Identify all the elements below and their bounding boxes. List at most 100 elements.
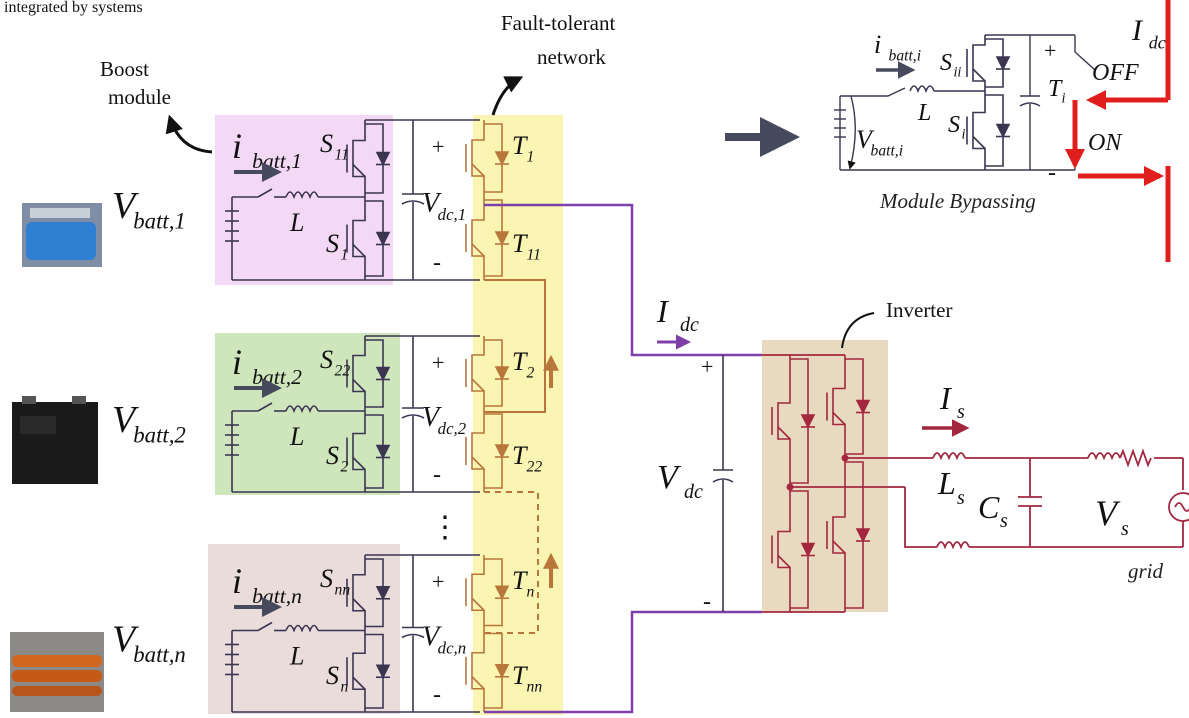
- i-batt-label-2: i batt,2: [232, 342, 302, 389]
- t-top-switch-2: [465, 336, 510, 410]
- inductor-1: [285, 191, 319, 200]
- inductor-3: [285, 624, 319, 633]
- v-batt-label-3-sub: batt,n: [133, 642, 186, 667]
- bypass-on-label: ON: [1088, 130, 1123, 156]
- bypass-switch-si: [966, 91, 1011, 170]
- s-bot-label-2-main: S: [326, 441, 339, 470]
- inverter-pointer: [841, 312, 875, 349]
- s-top-label-2-sub: 22: [335, 362, 351, 379]
- s-top-label-3-main: S: [320, 564, 333, 593]
- dc-bus: [484, 203, 762, 714]
- dc-minus-sign: -: [703, 589, 711, 615]
- vdc-label-3-sub: dc,n: [438, 638, 466, 657]
- v-batt-label-2-sub: batt,2: [133, 423, 186, 448]
- bypass-idc-label-main: I: [1131, 14, 1144, 47]
- inverter-switch-2: [771, 487, 816, 612]
- s-top-label-2-main: S: [320, 345, 333, 374]
- boost-module-1: [225, 119, 480, 281]
- inverter-background: [762, 340, 888, 612]
- v-batt-label-2-main: V: [112, 399, 139, 441]
- switch-s-top-2: [346, 336, 391, 411]
- idc-label: I dc: [656, 293, 699, 336]
- minus-sign-1: -: [433, 250, 441, 276]
- i-batt-label-3-sub: batt,n: [252, 584, 302, 608]
- i-batt-label-3-main: i: [232, 561, 242, 601]
- t-top-label-2-main: T: [512, 347, 528, 376]
- bypass-minus: -: [1048, 160, 1056, 186]
- inductor-2: [285, 405, 319, 414]
- s-bot-label-3-main: S: [326, 661, 339, 690]
- boost-module-2: [225, 335, 480, 493]
- bypass-i-label-sub: batt,i: [889, 47, 922, 64]
- output-filter: [790, 448, 1189, 550]
- minus-sign-3: -: [433, 682, 441, 708]
- vdc-label-1-main: V: [422, 188, 442, 219]
- boost-module-label-line1: Boost: [100, 57, 149, 81]
- module-n-background: [208, 544, 400, 714]
- top-caption: integrated by systems: [4, 0, 143, 16]
- inverter-switch-4: [826, 458, 871, 612]
- svg-text:V: V: [657, 459, 682, 496]
- i-batt-label-1-main: i: [232, 126, 242, 166]
- i-batt-label-1-sub: batt,1: [252, 149, 302, 173]
- bypass-v-label-main: V: [856, 125, 875, 154]
- svg-text:L: L: [937, 465, 956, 501]
- t-top-switch-3: [465, 555, 510, 630]
- bypass-inductor: [909, 85, 935, 94]
- t-bot-switch-2: [465, 410, 510, 492]
- dc-plus-sign: +: [701, 354, 713, 379]
- t-bot-label-1-main: T: [512, 229, 528, 258]
- bypass-plus: +: [1044, 38, 1056, 63]
- switch-s-bot-2: [346, 411, 391, 492]
- bypass-i-label: i batt,i: [874, 30, 921, 64]
- vdc-label-3: Vdc,n: [422, 622, 466, 658]
- bypass-s-top-label-main: S: [940, 50, 952, 76]
- plus-sign-2: +: [432, 350, 444, 375]
- svg-text:s: s: [957, 487, 965, 509]
- bypass-i-label-main: i: [874, 30, 881, 59]
- dc-link-capacitor: [712, 355, 734, 612]
- v-batt-label-1-main: V: [112, 185, 139, 227]
- s-top-label-3-sub: nn: [335, 581, 351, 598]
- s-top-label-1-main: S: [320, 129, 333, 158]
- t-top-label-1-sub: 1: [527, 148, 535, 165]
- t-top-label-3-main: T: [512, 566, 528, 595]
- t-top-label-3-sub: n: [527, 583, 535, 600]
- s-bot-label-1-sub: 1: [341, 246, 349, 263]
- switch-s-top-1: [346, 120, 391, 197]
- battery-photo-1: [22, 203, 102, 267]
- t-bot-label-2-main: T: [512, 441, 528, 470]
- vs-label: V s: [1095, 493, 1129, 540]
- inverter-label: Inverter: [886, 298, 952, 322]
- i-batt-label-2-sub: batt,2: [252, 365, 302, 389]
- t-bot-switch-3: [465, 629, 510, 712]
- inverter-switch-1: [771, 355, 816, 487]
- vdc-label-1: Vdc,1: [422, 188, 466, 224]
- s-bot-label-3-sub: n: [341, 678, 349, 695]
- inductor-label-1: L: [289, 208, 304, 237]
- fault-tolerant-label-line1: Fault-tolerant: [501, 11, 615, 35]
- v-batt-label-1-sub: batt,1: [133, 209, 186, 234]
- bypass-s-bot-label-main: S: [948, 112, 960, 138]
- module-ellipsis: ⋮: [430, 511, 460, 544]
- svg-text:I: I: [939, 380, 952, 416]
- bypass-s-top-label-sub: ii: [953, 65, 961, 81]
- i-batt-label-2-main: i: [232, 342, 242, 382]
- svg-text:s: s: [1000, 510, 1008, 532]
- svg-text:s: s: [1121, 518, 1129, 540]
- s-bot-label-1-main: S: [326, 229, 339, 258]
- minus-sign-2: -: [433, 462, 441, 488]
